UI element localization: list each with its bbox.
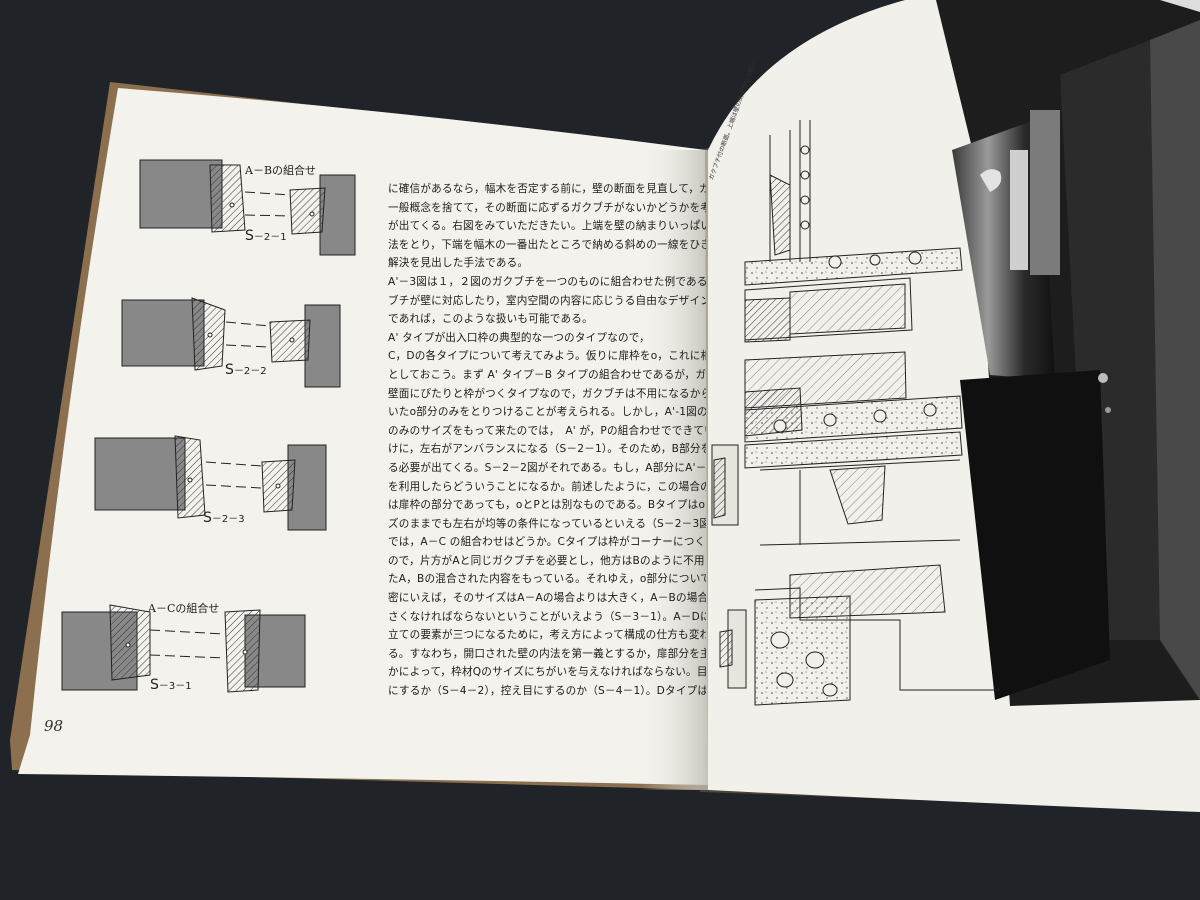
figure-label-s-2-3: S－2－3 (203, 510, 245, 526)
body-text-line: 一般概念を捨てて，その断面に応ずるガクブチがないかどうかを考えるほ (388, 201, 706, 214)
body-text-line: のみのサイズをもって来たのでは， A' が，Pの組合わせでできている (388, 424, 706, 437)
body-text-line: にするか（S－4－2），控え目にするのか（S－4－1）。Dタイプは壁，柱が (388, 685, 706, 698)
section-drawing (711, 120, 1000, 706)
left-page-sheet (18, 88, 708, 785)
body-text-line: が出てくる。右図をみていただきたい。上端を壁の納まりいっぱいにし (388, 220, 706, 233)
body-text-line: に確信があるなら，幅木を否定する前に，壁の断面を見直して，ガクブ (388, 183, 706, 195)
body-text-line: ので，片方がAと同じガクブチを必要とし，他方はBのように不用，とい (388, 554, 706, 567)
body-text-line: 法をとり，下端を幅木の一番出たところで納める斜めの一線をひき， (388, 238, 706, 251)
body-text-line: ブチが壁に対応したり，室内空間の内容に応じうる自由なデザイン上の要 (388, 294, 706, 307)
body-text-line: 密にいえば，そのサイズはA－Aの場合よりは大きく，A－Bの場合よりは (388, 592, 706, 605)
body-text-line: としておこう。まず A' タイプ－B タイプの組合わせであるが，ガクブチ材を (388, 368, 706, 381)
body-text-line: る必要が出てくる。S－2－2図がそれである。もし，A部分にA'－2 (388, 461, 706, 474)
figure-label-s-2-2: S－2－2 (225, 362, 267, 378)
body-text-line: を利用したらどういうことになるか。前述したように，この場合のガクブ (388, 480, 706, 493)
body-text-line: いたo部分のみをとりつけることが考えられる。しかし，A'-1図のo部分 (388, 406, 706, 419)
body-text-line: 壁面にぴたりと枠がつくタイプなので，ガクブチは不用になるから，Bタイプ (388, 387, 706, 400)
figure-label-s-2-1: S－2－1 (245, 228, 287, 244)
body-text-line: たA，Bの混合された内容をもっている。それゆえ，o部分についても， (388, 573, 706, 586)
figure-caption-ac: A－Cの組合せ (148, 602, 220, 615)
body-text-line: は扉枠の部分であっても，oとPとは別なものである。Bタイプはoのサ (388, 499, 706, 512)
body-text-line: 立ての要素が三つになるために，考え方によって構成の仕方も変わって (388, 629, 706, 642)
body-text-line: る。すなわち，開口された壁の内法を第一義とするか，扉部分を主眼とす (388, 647, 706, 660)
page-number: 98 (44, 717, 64, 735)
body-text-line: 解決を見出した手法である。 (388, 257, 529, 270)
body-text-line: であれば，このような扱いも可能である。 (388, 313, 593, 326)
body-text: に確信があるなら，幅木を否定する前に，壁の断面を見直して，ガクブ一般概念を捨てて… (388, 180, 706, 740)
interior-photograph (936, 0, 1200, 706)
figure-s-2-2 (121, 297, 341, 388)
body-text-line: C，Dの各タイプについて考えてみよう。仮りに扉枠をo，これに相応するB (388, 350, 706, 363)
body-text-line: A'－3図は１，２図のガクブチを一つのものに組合わせた例であるが， (388, 275, 706, 288)
body-text-line: ズのままでも左右が均等の条件になっているといえる（S－2－3図）。 (388, 517, 706, 530)
body-text-line: けに，左右がアンバランスになる（S－2－1）。そのため，B部分を (388, 443, 706, 456)
body-text-line: かによって，枠材Qのサイズにちがいを与えなければならない。目立つもの (388, 666, 706, 679)
figure-caption-ab: A－Bの組合せ (245, 164, 317, 177)
body-text-line: A' タイプが出入口枠の典型的な一つのタイプなので， (388, 331, 650, 344)
figure-label-s-3-1: S－3－1 (150, 677, 192, 693)
figure-s-2-3 (94, 435, 327, 531)
figure-s-3-1 (61, 604, 306, 693)
body-text-line: さくなければならないということがいえよう（S－3－1）。A－Dになると (388, 610, 706, 623)
left-gutter-shadow (640, 150, 708, 790)
figure-s-2-1 (139, 159, 356, 256)
body-text-line: では，A－C の組合わせはどうか。Cタイプは枠がコーナーにつくタイプ (388, 536, 706, 549)
